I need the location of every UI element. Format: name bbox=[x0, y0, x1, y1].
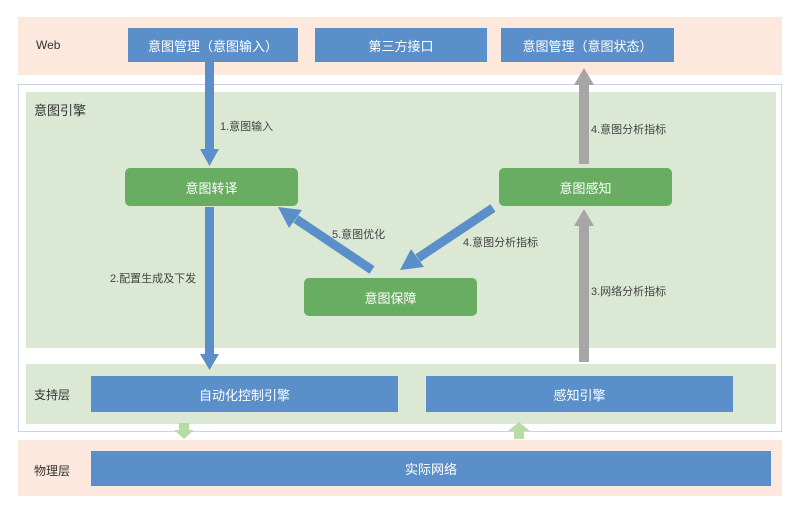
arrow-intent-optimize bbox=[278, 207, 375, 274]
arrow-up-from-network bbox=[508, 422, 530, 439]
intent-input-box[interactable]: 意图管理（意图输入） bbox=[128, 28, 298, 62]
arrow-down-to-network bbox=[174, 423, 194, 439]
web-layer-label: Web bbox=[36, 38, 61, 52]
perception-engine-box[interactable]: 感知引擎 bbox=[426, 376, 733, 412]
support-layer-label: 支持层 bbox=[34, 388, 71, 402]
physical-layer-label: 物理层 bbox=[34, 464, 71, 478]
arrow-network-metrics bbox=[574, 209, 594, 362]
arrow-intent-input bbox=[200, 62, 219, 166]
engine-support-frame bbox=[18, 84, 782, 432]
intent-status-box[interactable]: 意图管理（意图状态） bbox=[501, 28, 674, 62]
arrow-intent-metrics-diag bbox=[400, 204, 496, 270]
intent-perceive-node[interactable]: 意图感知 bbox=[499, 168, 672, 206]
intent-engine-label: 意图引擎 bbox=[34, 103, 87, 118]
arrow-config-deploy bbox=[200, 207, 219, 370]
arrow-intent-metrics-up bbox=[574, 68, 594, 164]
flow-label-intent-metrics-up: 4.意图分析指标 bbox=[591, 124, 667, 136]
intent-translate-node[interactable]: 意图转译 bbox=[125, 168, 298, 206]
flow-label-network-metrics: 3.网络分析指标 bbox=[591, 286, 667, 298]
intent-assure-node[interactable]: 意图保障 bbox=[304, 278, 477, 316]
flow-label-config-deploy: 2.配置生成及下发 bbox=[110, 273, 197, 285]
flow-label-intent-input: 1.意图输入 bbox=[220, 121, 274, 133]
flow-label-intent-optimize: 5.意图优化 bbox=[332, 229, 386, 241]
flow-label-intent-metrics-diag: 4.意图分析指标 bbox=[463, 237, 539, 249]
actual-network-box[interactable]: 实际网络 bbox=[91, 451, 771, 486]
third-party-interface-box[interactable]: 第三方接口 bbox=[315, 28, 487, 62]
automation-control-engine-box[interactable]: 自动化控制引擎 bbox=[91, 376, 398, 412]
